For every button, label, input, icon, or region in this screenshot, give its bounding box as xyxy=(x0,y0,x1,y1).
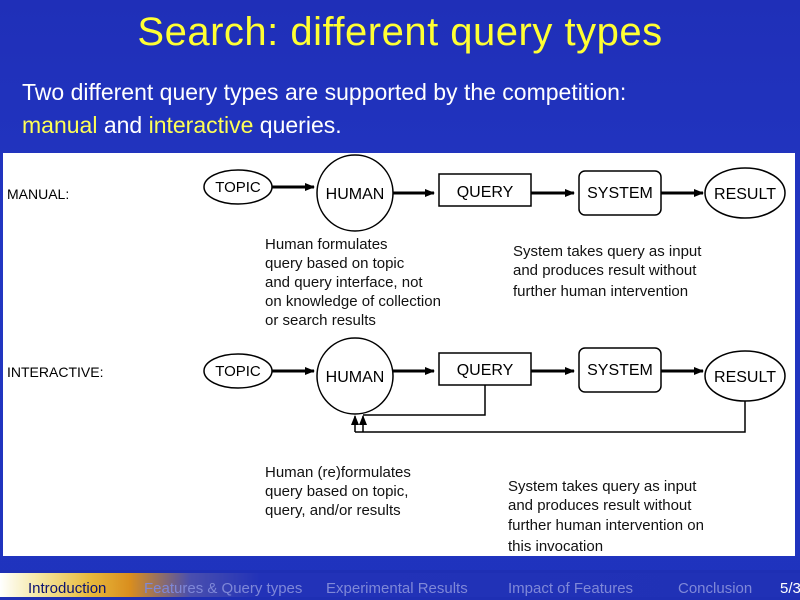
subtitle-line1: Two different query types are supported … xyxy=(22,79,627,105)
diagram-svg: MANUAL: TOPIC HUMAN QUERY SYSTEM RESULT … xyxy=(7,154,786,555)
manual-highlight: manual xyxy=(22,112,98,138)
manual-human-note-line: or search results xyxy=(265,312,376,329)
interactive-human-note: Human (re)formulates query based on topi… xyxy=(265,464,411,519)
manual-query-node xyxy=(438,173,532,207)
footer-nav-bar: Introduction Features & Query types Expe… xyxy=(0,570,800,600)
interactive-row-label: INTERACTIVE: xyxy=(7,364,103,380)
manual-topic-label: TOPIC xyxy=(215,179,261,196)
slide-title: Search: different query types xyxy=(137,10,663,54)
page-number: 5/3 xyxy=(780,580,800,597)
manual-query-label: QUERY xyxy=(457,184,514,201)
interactive-result-label: RESULT xyxy=(714,369,776,386)
manual-system-note-line: and produces result without xyxy=(513,262,697,279)
manual-human-note-line: Human formulates xyxy=(265,236,388,253)
interactive-human-note-line: query, and/or results xyxy=(265,502,401,519)
subtitle-and: and xyxy=(97,112,149,138)
interactive-system-note: System takes query as input and produces… xyxy=(508,478,704,555)
interactive-system-note-line: this invocation xyxy=(508,538,603,555)
subtitle-end: queries. xyxy=(253,112,342,138)
interactive-system-note-line: System takes query as input xyxy=(508,478,697,495)
manual-system-note-line: System takes query as input xyxy=(513,243,702,260)
nav-features-query-types[interactable]: Features & Query types xyxy=(144,580,303,597)
slide-subtitle: Two different query types are supported … xyxy=(22,76,782,142)
nav-conclusion[interactable]: Conclusion xyxy=(678,580,753,597)
manual-human-note-line: query based on topic xyxy=(265,255,405,272)
nav-experimental-results[interactable]: Experimental Results xyxy=(326,580,468,597)
feedback-result-line xyxy=(355,401,746,433)
nav-impact-of-features[interactable]: Impact of Features xyxy=(508,580,634,597)
manual-result-label: RESULT xyxy=(714,186,776,203)
interactive-query-label: QUERY xyxy=(457,362,514,379)
interactive-human-label: HUMAN xyxy=(326,369,385,386)
manual-human-note-line: and query interface, not xyxy=(265,274,423,291)
footer-strip: Introduction Features & Query types Expe… xyxy=(0,573,800,597)
interactive-human-note-line: Human (re)formulates xyxy=(265,464,411,481)
query-types-diagram: MANUAL: TOPIC HUMAN QUERY SYSTEM RESULT … xyxy=(3,153,795,556)
manual-system-note: System takes query as input and produces… xyxy=(513,243,702,300)
interactive-topic-label: TOPIC xyxy=(215,363,261,380)
manual-system-label: SYSTEM xyxy=(587,185,653,202)
interactive-system-note-line: and produces result without xyxy=(508,497,692,514)
interactive-system-label: SYSTEM xyxy=(587,362,653,379)
feedback-query-line xyxy=(363,385,486,416)
manual-human-note: Human formulates query based on topic an… xyxy=(265,236,441,329)
manual-human-label: HUMAN xyxy=(326,186,385,203)
manual-human-note-line: on knowledge of collection xyxy=(265,293,441,310)
manual-system-note-line: further human intervention xyxy=(513,283,688,300)
manual-row-label: MANUAL: xyxy=(7,186,69,202)
interactive-human-note-line: query based on topic, xyxy=(265,483,408,500)
manual-result-node xyxy=(704,167,786,219)
interactive-system-note-line: further human intervention on xyxy=(508,517,704,534)
interactive-human-node xyxy=(316,337,394,415)
interactive-highlight: interactive xyxy=(148,112,254,138)
nav-introduction[interactable]: Introduction xyxy=(28,580,107,597)
